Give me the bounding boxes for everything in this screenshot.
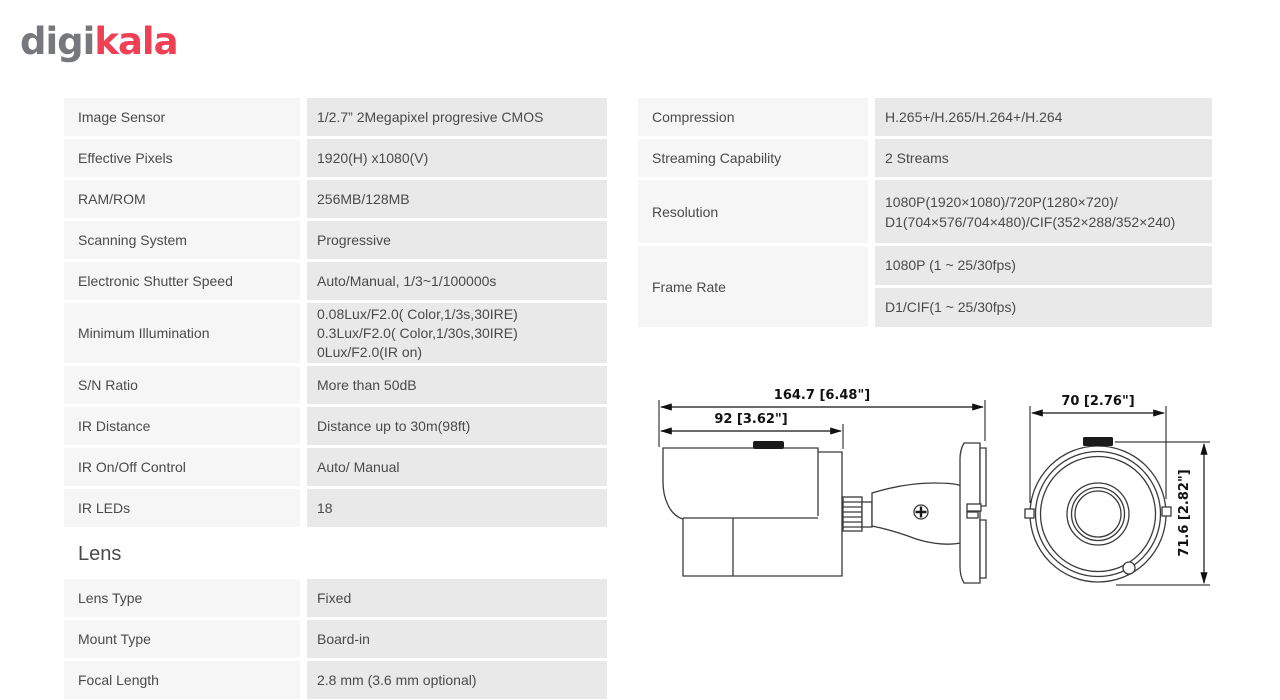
camera-front-ring bbox=[1039, 455, 1157, 573]
spec-label: RAM/ROM bbox=[64, 180, 300, 218]
lens-ring bbox=[1070, 486, 1126, 542]
cable-gland-bump bbox=[1122, 561, 1136, 575]
camera-spec-table-right: Compression H.265+/H.265/H.264+/H.264 St… bbox=[638, 98, 1212, 330]
lens-section-title: Lens bbox=[78, 543, 122, 565]
frame-rate-values: 1080P (1 ~ 25/30fps) D1/CIF(1 ~ 25/30fps… bbox=[875, 246, 1212, 327]
spec-row-image-sensor: Image Sensor 1/2.7” 2Megapixel progresiv… bbox=[64, 98, 607, 136]
spec-value: 2 Streams bbox=[875, 139, 1212, 177]
spec-label: Image Sensor bbox=[64, 98, 300, 136]
spec-label: Lens Type bbox=[64, 579, 300, 617]
spec-row-lens-type: Lens Type Fixed bbox=[64, 579, 607, 617]
spec-value: Board-in bbox=[307, 620, 607, 658]
spec-value: Distance up to 30m(98ft) bbox=[307, 407, 607, 445]
spec-value: Progressive bbox=[307, 221, 607, 259]
spec-label: Resolution bbox=[638, 180, 868, 243]
side-tab bbox=[1024, 508, 1035, 519]
lens-inner-ring bbox=[1074, 490, 1122, 538]
digikala-logo: digikala bbox=[20, 20, 179, 63]
spec-label: S/N Ratio bbox=[64, 366, 300, 404]
base-plate-strip bbox=[979, 519, 987, 579]
dim-height-label: 71.6 [2.82"] bbox=[1177, 469, 1192, 556]
spec-row-ram-rom: RAM/ROM 256MB/128MB bbox=[64, 180, 607, 218]
spec-row-sn-ratio: S/N Ratio More than 50dB bbox=[64, 366, 607, 404]
spec-label: IR On/Off Control bbox=[64, 448, 300, 486]
spec-row-focal-length: Focal Length 2.8 mm (3.6 mm optional) bbox=[64, 661, 607, 699]
spec-value: 2.8 mm (3.6 mm optional) bbox=[307, 661, 607, 699]
dim-total-length-label: 164.7 [6.48"] bbox=[774, 388, 870, 403]
side-tab bbox=[1161, 506, 1172, 517]
spec-label: IR Distance bbox=[64, 407, 300, 445]
spec-value: 1920(H) x1080(V) bbox=[307, 139, 607, 177]
top-clip bbox=[753, 441, 784, 449]
top-clip bbox=[1083, 437, 1113, 446]
connector-stub bbox=[861, 501, 873, 528]
spec-value: H.265+/H.265/H.264+/H.264 bbox=[875, 98, 1212, 136]
thread-lines bbox=[843, 501, 862, 528]
front-view-diagram: 70 [2.76"] 71.6 [2.82"] bbox=[1024, 394, 1210, 586]
camera-front-ring bbox=[1034, 450, 1162, 578]
spec-label: Compression bbox=[638, 98, 868, 136]
spec-value: Auto/ Manual bbox=[307, 448, 607, 486]
spec-row-minimum-illumination: Minimum Illumination 0.08Lux/F2.0( Color… bbox=[64, 303, 607, 363]
spec-row-ir-leds: IR LEDs 18 bbox=[64, 489, 607, 527]
spec-value: D1/CIF(1 ~ 25/30fps) bbox=[875, 288, 1212, 327]
spec-value: 18 bbox=[307, 489, 607, 527]
logo-text-kala: kala bbox=[94, 20, 178, 63]
base-plate-strip bbox=[979, 447, 987, 507]
spec-value: Auto/Manual, 1/3~1/100000s bbox=[307, 262, 607, 300]
camera-front-outer-ring bbox=[1029, 445, 1167, 583]
base-plate-notch bbox=[966, 503, 982, 512]
spec-label: Frame Rate bbox=[638, 246, 868, 327]
spec-label: Minimum Illumination bbox=[64, 303, 300, 363]
spec-value: 1080P (1 ~ 25/30fps) bbox=[875, 246, 1212, 285]
camera-spec-table-left: Image Sensor 1/2.7” 2Megapixel progresiv… bbox=[64, 98, 607, 700]
spec-label: Streaming Capability bbox=[638, 139, 868, 177]
spec-label: Focal Length bbox=[64, 661, 300, 699]
logo-text-digi: digi bbox=[20, 20, 95, 63]
spec-row-scanning-system: Scanning System Progressive bbox=[64, 221, 607, 259]
spec-value: 256MB/128MB bbox=[307, 180, 607, 218]
spec-label: Mount Type bbox=[64, 620, 300, 658]
side-view-diagram: 164.7 [6.48"] 92 [3.62"] bbox=[658, 388, 987, 584]
spec-row-frame-rate: Frame Rate 1080P (1 ~ 25/30fps) D1/CIF(1… bbox=[638, 246, 1212, 327]
dim-body-length-label: 92 [3.62"] bbox=[714, 412, 787, 427]
base-plate-notch bbox=[966, 511, 979, 519]
spec-label: Effective Pixels bbox=[64, 139, 300, 177]
spec-label: IR LEDs bbox=[64, 489, 300, 527]
spec-value: 0.08Lux/F2.0( Color,1/3s,30IRE) 0.3Lux/F… bbox=[307, 303, 607, 363]
spec-row-resolution: Resolution 1080P(1920×1080)/720P(1280×72… bbox=[638, 180, 1212, 243]
spec-row-compression: Compression H.265+/H.265/H.264+/H.264 bbox=[638, 98, 1212, 136]
spec-row-effective-pixels: Effective Pixels 1920(H) x1080(V) bbox=[64, 139, 607, 177]
spec-label: Scanning System bbox=[64, 221, 300, 259]
screw-cross bbox=[915, 506, 927, 518]
dim-width-label: 70 [2.76"] bbox=[1061, 394, 1134, 409]
spec-row-shutter-speed: Electronic Shutter Speed Auto/Manual, 1/… bbox=[64, 262, 607, 300]
spec-row-mount-type: Mount Type Board-in bbox=[64, 620, 607, 658]
spec-row-ir-control: IR On/Off Control Auto/ Manual bbox=[64, 448, 607, 486]
spec-row-ir-distance: IR Distance Distance up to 30m(98ft) bbox=[64, 407, 607, 445]
spec-value: More than 50dB bbox=[307, 366, 607, 404]
spec-row-streaming-capability: Streaming Capability 2 Streams bbox=[638, 139, 1212, 177]
spec-label: Electronic Shutter Speed bbox=[64, 262, 300, 300]
spec-value: 1/2.7” 2Megapixel progresive CMOS bbox=[307, 98, 607, 136]
spec-value: 1080P(1920×1080)/720P(1280×720)/ D1(704×… bbox=[875, 180, 1212, 243]
spec-value: Fixed bbox=[307, 579, 607, 617]
lens-outer-ring bbox=[1066, 482, 1130, 546]
camera-body-outline bbox=[662, 447, 843, 577]
